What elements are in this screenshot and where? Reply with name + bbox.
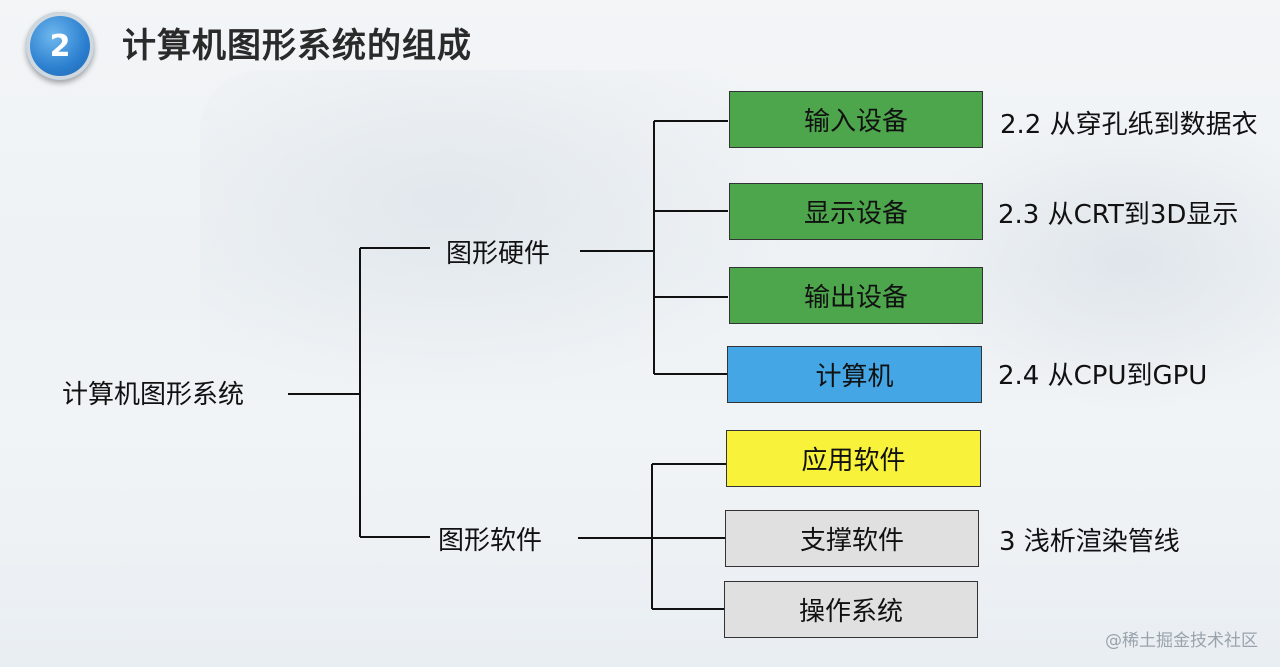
- box-label: 计算机: [815, 356, 893, 393]
- operating-system-box: 操作系统: [724, 581, 978, 638]
- application-software-box: 应用软件: [726, 430, 981, 487]
- hardware-node: 图形硬件: [446, 233, 550, 270]
- computer-box: 计算机: [727, 346, 982, 403]
- box-label: 应用软件: [801, 440, 905, 477]
- reference-note: 2.3 从CRT到3D显示: [998, 194, 1238, 231]
- root-node: 计算机图形系统: [62, 374, 244, 411]
- reference-note: 2.4 从CPU到GPU: [998, 355, 1207, 392]
- box-label: 显示设备: [804, 193, 908, 230]
- box-label: 输出设备: [804, 277, 908, 314]
- box-label: 输入设备: [804, 101, 908, 138]
- software-node: 图形软件: [438, 520, 542, 557]
- reference-note: 3 浅析渲染管线: [999, 521, 1180, 558]
- input-devices-box: 输入设备: [729, 91, 983, 148]
- box-label: 操作系统: [799, 591, 903, 628]
- output-devices-box: 输出设备: [729, 267, 983, 324]
- support-software-box: 支撑软件: [725, 510, 979, 567]
- box-label: 支撑软件: [800, 520, 904, 557]
- watermark: @稀土掘金技术社区: [1105, 626, 1258, 651]
- reference-note: 2.2 从穿孔纸到数据衣: [1000, 104, 1258, 141]
- display-devices-box: 显示设备: [729, 183, 983, 240]
